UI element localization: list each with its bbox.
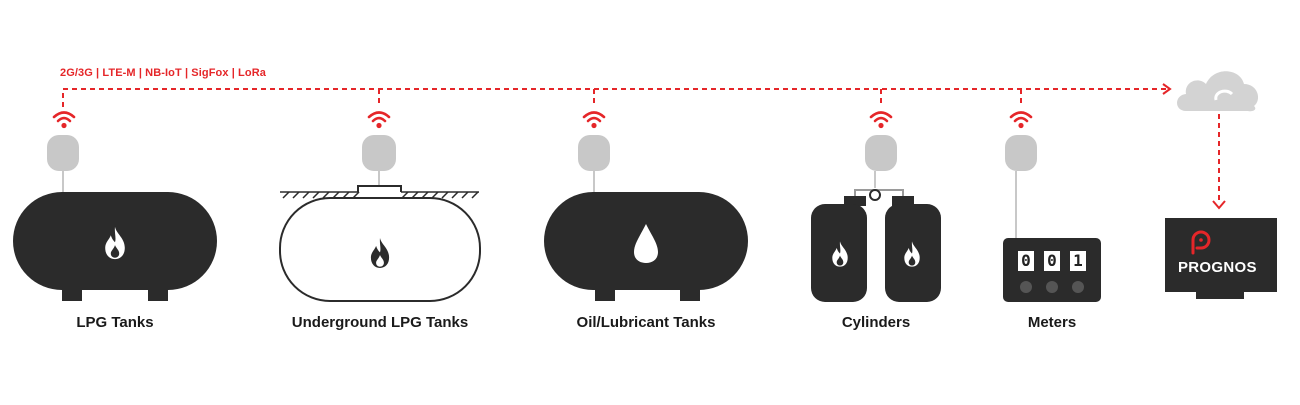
meter-digit: 0 [1044, 251, 1060, 271]
prognos-monitor [1165, 218, 1277, 299]
sensor-oil [578, 111, 610, 193]
platform-name: PROGNOS [1178, 259, 1257, 276]
meter-digit: 0 [1018, 251, 1034, 271]
lpg-tank [13, 192, 217, 301]
meter-digit: 1 [1070, 251, 1086, 271]
sensor-underground [362, 111, 396, 188]
wifi-icon [52, 111, 76, 130]
sensor-lpg [47, 111, 79, 193]
wifi-icon [582, 111, 606, 130]
device-label-lpg: LPG Tanks [76, 314, 154, 331]
sensor-meters [1005, 111, 1037, 238]
downlink-arrow-icon [1212, 200, 1226, 210]
cloud-icon [1177, 71, 1259, 112]
device-label-cylinders: Cylinders [841, 314, 911, 331]
sensor-cylinders [865, 111, 897, 188]
prognos-logo-icon [1191, 230, 1211, 255]
network-bus [62, 83, 1172, 107]
network-protocols: 2G/3G | LTE-M | NB-IoT | SigFox | LoRa [60, 67, 266, 79]
wifi-icon [1009, 111, 1033, 130]
device-label-underground: Underground LPG Tanks [291, 314, 469, 331]
underground-lpg-tank [279, 185, 481, 302]
oil-tank [544, 192, 748, 301]
device-label-meters: Meters [1027, 314, 1077, 331]
wifi-icon [869, 111, 893, 130]
cylinders [811, 189, 941, 302]
device-label-oil: Oil/Lubricant Tanks [576, 314, 716, 331]
wifi-icon [367, 111, 391, 130]
drop-icon [634, 224, 658, 263]
